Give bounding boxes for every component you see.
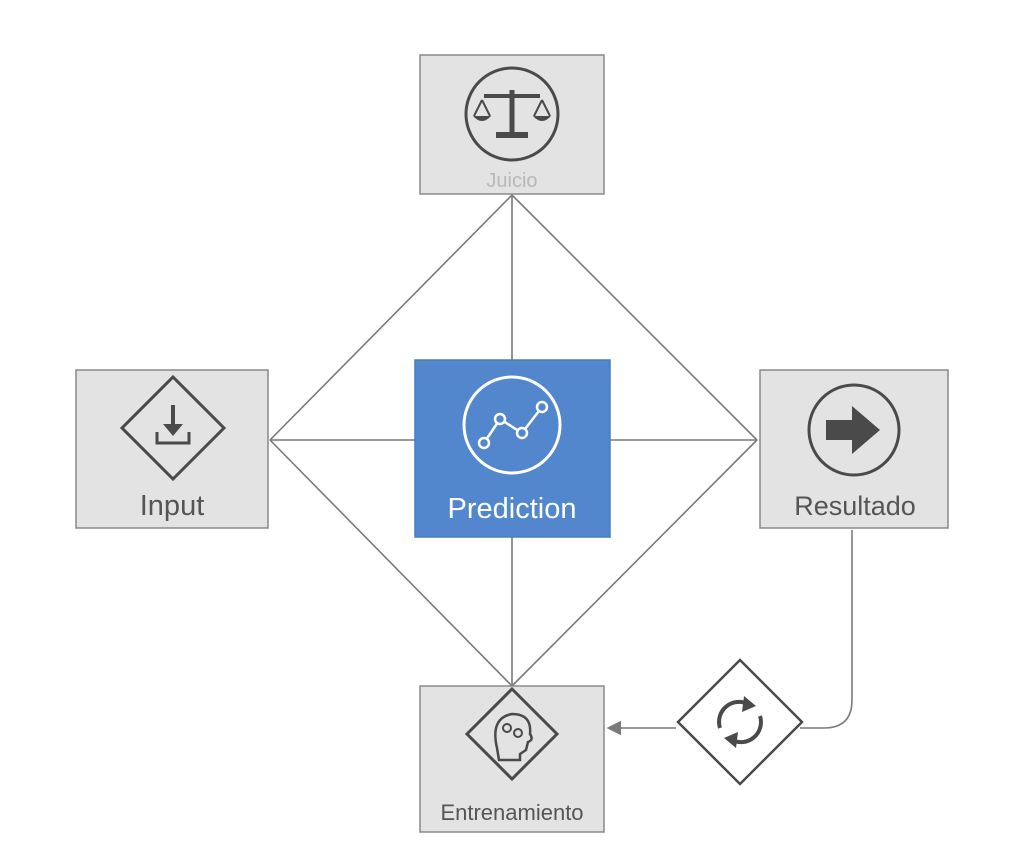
brain-head-icon [464, 686, 560, 782]
refresh-icon [717, 696, 763, 748]
node-entrenamiento[interactable]: Entrenamiento [419, 685, 605, 833]
node-label-input: Input [140, 490, 205, 522]
edge-resultado-entrenamiento [511, 439, 758, 687]
edge-input-entrenamiento [269, 439, 513, 687]
node-resultado[interactable]: Resultado [759, 369, 949, 529]
node-prediction[interactable]: Prediction [414, 359, 611, 538]
node-juicio[interactable]: Juicio [419, 54, 605, 195]
edge-juicio-input [269, 194, 513, 441]
scales-icon [464, 66, 560, 162]
node-label-juicio: Juicio [486, 170, 537, 192]
edge-resultado-loop [800, 530, 853, 729]
arrow-right-icon [807, 383, 901, 477]
node-label-entrenamiento: Entrenamiento [440, 800, 583, 825]
node-label-prediction: Prediction [448, 493, 577, 525]
node-label-resultado: Resultado [794, 491, 916, 521]
trend-line-icon [462, 375, 562, 475]
loop-node[interactable] [676, 658, 804, 786]
edge-juicio-resultado [511, 194, 758, 441]
node-input[interactable]: Input [75, 369, 269, 529]
download-icon [119, 374, 227, 482]
